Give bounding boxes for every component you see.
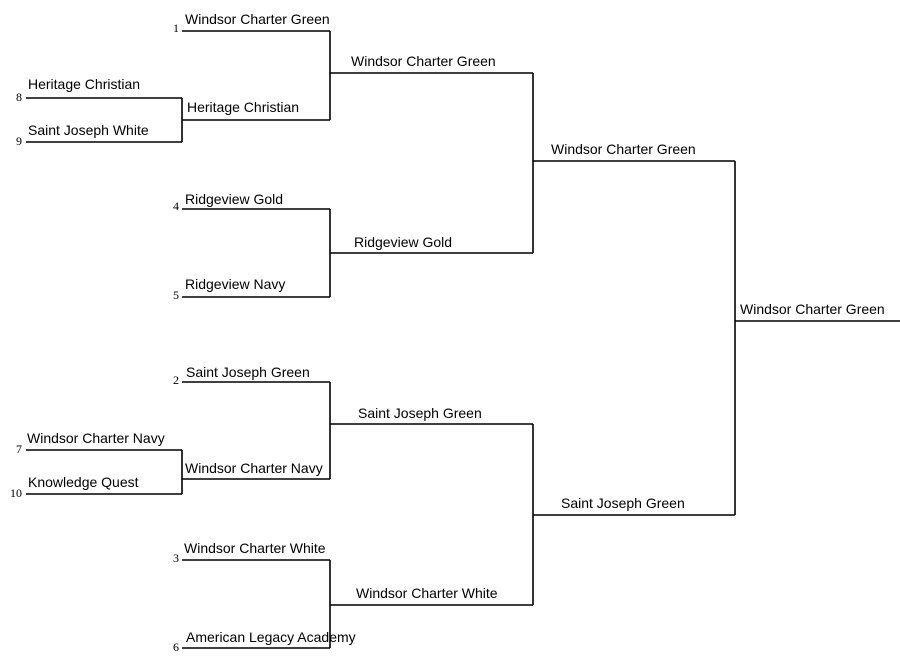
team-name: Saint Joseph White [28, 122, 149, 138]
team-name: Windsor Charter White [356, 585, 498, 601]
team-name: Heritage Christian [28, 76, 140, 92]
team-name: Heritage Christian [187, 99, 299, 115]
seed-number: 5 [173, 288, 179, 302]
seed-number: 9 [16, 134, 22, 148]
seed-number: 6 [173, 640, 179, 654]
team-name: Ridgeview Gold [354, 234, 452, 250]
seed-number: 1 [173, 21, 179, 35]
seed-number: 3 [173, 551, 179, 565]
team-name: Windsor Charter Navy [27, 430, 165, 446]
team-name: Windsor Charter Navy [185, 460, 323, 476]
seed-number: 10 [10, 486, 22, 500]
team-name: Windsor Charter Green [551, 141, 696, 157]
seed-number: 2 [173, 373, 179, 387]
team-name: Saint Joseph Green [358, 405, 482, 421]
team-name: Windsor Charter White [184, 540, 326, 556]
team-name: Saint Joseph Green [561, 495, 685, 511]
team-name: American Legacy Academy [186, 629, 356, 645]
team-name: Windsor Charter Green [351, 53, 496, 69]
team-name: Windsor Charter Green [185, 11, 330, 27]
seed-number: 7 [16, 442, 22, 456]
team-name: Knowledge Quest [28, 474, 139, 490]
team-name: Saint Joseph Green [186, 364, 310, 380]
champion-name: Windsor Charter Green [740, 301, 885, 317]
team-name: Ridgeview Gold [185, 191, 283, 207]
team-name: Ridgeview Navy [185, 276, 285, 292]
seed-number: 8 [16, 90, 22, 104]
seed-number: 4 [173, 199, 179, 213]
